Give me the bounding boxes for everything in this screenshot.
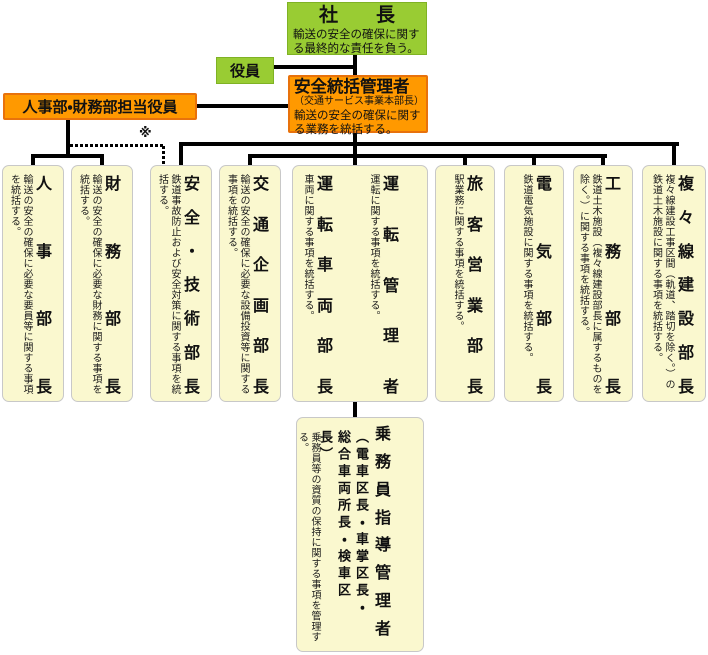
dept-title-track-engineering: 工務部長 [604, 174, 621, 396]
officers-box: 役員 [216, 57, 274, 84]
connector-hr-branch [31, 154, 104, 158]
dept-note-electric: 鉄道電気施設に関する事項を統括する。 [521, 174, 532, 363]
president-note: 輸送の安全の確保に関する最終的な責任を負う。 [293, 26, 420, 55]
dept-title-operation-manager: 運転管理者 [382, 174, 399, 396]
dept-note-track-engineering: 鉄道土木施設（複々線建設部長に属するものを除く。）に関する事項を統括する。 [577, 174, 602, 395]
dept-title-personnel: 人事部長 [35, 174, 52, 396]
dept-box-transport-planning: 交通企画部長 輸送の安全の確保に必要な設備投資等に関する事項を統括する。 [219, 165, 281, 402]
safety-general-manager-note: 輸送の安全の確保に関する業務を統括する。 [294, 108, 421, 137]
connector-drop-electric [532, 154, 536, 166]
connector-drop-construction [672, 142, 676, 166]
connector-drop-passenger [463, 154, 467, 166]
connector-drop-safety-tech [179, 142, 183, 166]
dept-note-double-track-construction: 複々線建設工事区間（軌道、踏切を除く。）の鉄道土木施設に関する事項を統括する。 [650, 174, 675, 390]
dept-note-safety-tech: 鉄道事故防止および安全対策に関する事項を統括する。 [156, 174, 181, 395]
dept-note-personnel: 輸送の安全の確保に必要な要員等に関する事項を統括する。 [8, 174, 33, 395]
connector-safety-down [353, 132, 357, 166]
dept-note-operation-manager: 運転に関する事項を統括する。 [368, 174, 379, 321]
connector-drop-personnel [31, 154, 35, 166]
dept-box-double-track-construction: 複々線建設部長 複々線建設工事区間（軌道、踏切を除く。）の鉄道土木施設に関する事… [642, 165, 706, 402]
president-title: 社 長 [318, 4, 395, 26]
dept-note-transport-planning: 輸送の安全の確保に必要な設備投資等に関する事項を統括する。 [225, 174, 250, 395]
connector-dotted-vertical [162, 146, 165, 166]
connector-drop-track [601, 154, 605, 166]
crew-instruction-manager-subtitle: （電車区長・車掌区長・総合車両所長・検車区長） [317, 430, 368, 617]
crew-instruction-manager-box: 乗務員指導管理者 （電車区長・車掌区長・総合車両所長・検車区長） 乗務員等の資質… [296, 417, 424, 652]
dept-box-operation-rollingstock: 運転車両部長 車両に関する事項を統括する。 運転管理者 運転に関する事項を統括す… [292, 165, 428, 402]
dept-title-transport-planning: 交通企画部長 [252, 174, 269, 396]
officers-label: 役員 [229, 62, 260, 80]
connector-drop-finance [100, 154, 104, 166]
dept-note-finance: 輸送の安全の確保に必要な財務に関する事項を統括する。 [77, 174, 102, 395]
dept-box-track-engineering: 工務部長 鉄道土木施設（複々線建設部長に属するものを除く。）に関する事項を統括す… [573, 165, 633, 402]
safety-general-manager-title: 安全統括管理者 [294, 77, 410, 96]
crew-instruction-manager-note: 乗務員等の資質の保持に関する事項を管理する。 [296, 432, 321, 642]
dept-box-electric: 電気部長 鉄道電気施設に関する事項を統括する。 [504, 165, 564, 402]
dept-box-finance: 財務部長 輸送の安全の確保に必要な財務に関する事項を統括する。 [71, 165, 133, 402]
footnote-mark: ※ [139, 126, 152, 141]
dept-title-double-track-construction: 複々線建設部長 [677, 174, 694, 396]
dept-title-passenger-sales: 旅客営業部長 [466, 174, 483, 396]
connector-rail-upper [179, 142, 679, 146]
connector-president-safety [353, 54, 357, 76]
connector-rail-lower [248, 154, 607, 158]
connector-hr-down [66, 119, 70, 158]
dept-title-safety-tech: 安全・技術部長 [183, 174, 200, 396]
safety-general-manager-box: 安全統括管理者 （交通サービス事業本部長） 輸送の安全の確保に関する業務を統括す… [288, 75, 428, 137]
hr-finance-officer-label: 人事部・財務部担当役員 [22, 98, 178, 116]
connector-drop-crew [353, 402, 357, 418]
president-box: 社 長 輸送の安全の確保に関する最終的な責任を負う。 [287, 2, 427, 55]
dept-box-personnel: 人事部長 輸送の安全の確保に必要な要員等に関する事項を統括する。 [2, 165, 64, 402]
connector-dotted-horizontal [70, 144, 165, 147]
safety-general-manager-subtitle: （交通サービス事業本部長） [294, 96, 424, 108]
connector-hr-officer [197, 104, 288, 108]
dept-note-rollingstock: 車両に関する事項を統括する。 [302, 174, 313, 321]
dept-title-rollingstock: 運転車両部長 [316, 174, 333, 396]
connector-drop-planning [248, 154, 252, 166]
dept-title-finance: 財務部長 [104, 174, 121, 396]
dept-section-rollingstock: 運転車両部長 車両に関する事項を統括する。 [293, 166, 361, 401]
hr-finance-officer-box: 人事部・財務部担当役員 [3, 93, 197, 120]
dept-box-safety-tech: 安全・技術部長 鉄道事故防止および安全対策に関する事項を統括する。 [150, 165, 212, 402]
dept-note-passenger-sales: 駅業務に関する事項を統括する。 [452, 174, 463, 332]
dept-box-passenger-sales: 旅客営業部長 駅業務に関する事項を統括する。 [435, 165, 495, 402]
crew-instruction-manager-title: 乗務員指導管理者 [374, 424, 391, 638]
dept-section-operation-manager: 運転管理者 運転に関する事項を統括する。 [359, 166, 427, 401]
connector-officers [274, 65, 355, 69]
dept-title-electric: 電気部長 [535, 174, 552, 396]
